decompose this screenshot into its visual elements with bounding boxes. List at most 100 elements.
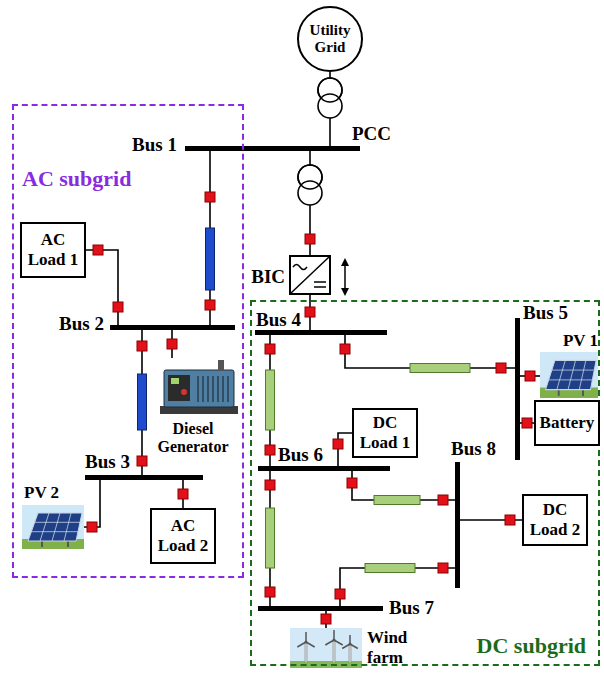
- pv-panel-picture: [31, 513, 80, 541]
- bus-bar: Bus 8: [455, 462, 460, 588]
- pv-panel-picture: [546, 360, 596, 389]
- source-label: Wind farm: [367, 628, 417, 667]
- pv-panel-picture: [549, 379, 593, 380]
- bus-bar: Bus 7: [258, 606, 383, 611]
- load-label: AC Load 2: [155, 516, 211, 555]
- bus-bar: Bus 1PCC: [185, 146, 360, 151]
- diesel-generator-picture: [212, 376, 213, 402]
- cable-symbol: [410, 364, 470, 373]
- pv-panel-picture: [64, 513, 71, 541]
- connector-group: [84, 72, 540, 628]
- cable-symbol: [206, 228, 215, 290]
- wind-farm-picture: [334, 640, 343, 645]
- diesel-generator-picture: [164, 370, 234, 407]
- pv-panel-picture: [22, 505, 84, 549]
- breaker-symbol: [205, 192, 215, 202]
- pv-panel-picture: [31, 531, 78, 532]
- wind-farm-picture: [290, 628, 362, 668]
- breaker-symbol: [113, 302, 123, 312]
- converter-label: BIC: [251, 266, 285, 288]
- bus-bar: Bus 3: [85, 475, 203, 480]
- transformer-symbol: [298, 165, 322, 205]
- load-box: AC Load 2: [150, 508, 216, 564]
- diesel-generator-picture: [197, 376, 198, 402]
- bus-bar: Bus 2: [110, 325, 235, 330]
- diesel-generator-picture: [217, 376, 218, 402]
- source-label: PV 1: [563, 331, 598, 351]
- load-label: DC Load 1: [357, 413, 413, 452]
- breaker-symbol: [305, 234, 315, 244]
- pv-panel-picture: [28, 513, 82, 541]
- pv-panel-picture: [558, 390, 560, 396]
- pv-panel-picture: [557, 360, 565, 389]
- diesel-generator-picture: [207, 376, 208, 402]
- wind-farm-picture: [333, 640, 336, 662]
- power-flow-arrow: [341, 258, 349, 266]
- breaker-symbol: [525, 371, 535, 381]
- wind-farm-picture: [325, 640, 334, 645]
- bus-bar: Bus 6: [258, 466, 390, 471]
- cable-symbol: [138, 374, 147, 430]
- cable-symbol: [266, 370, 275, 430]
- transformer-winding: [298, 165, 322, 189]
- cable-symbol: [365, 564, 415, 573]
- subgrid-region: DC subgrid Bus 4 Bus 5 PV 1 Battery DC Load 1…: [250, 300, 600, 666]
- diesel-generator-picture: [227, 376, 228, 402]
- breaker-symbol: [265, 344, 275, 354]
- breaker-symbol: [496, 363, 506, 373]
- bus-bar: Bus 4: [255, 330, 387, 335]
- diesel-generator-picture: [218, 360, 224, 371]
- pv-panel-picture: [22, 505, 84, 549]
- wind-farm-picture: [306, 642, 315, 647]
- breaker-symbol: [340, 344, 350, 354]
- breaker-symbol: [335, 589, 345, 599]
- breaker-symbol: [333, 439, 343, 449]
- bus-label: PCC: [352, 123, 391, 145]
- source-label: Diesel Generator: [148, 420, 238, 457]
- pv-panel-picture: [552, 370, 594, 371]
- breaker-symbol: [137, 456, 147, 466]
- load-box: DC Load 2: [522, 494, 588, 546]
- diesel-generator-picture: [168, 375, 190, 401]
- diesel-generator-picture: [171, 378, 179, 384]
- storage-box: Battery: [534, 400, 600, 446]
- wind-farm-picture: [290, 628, 362, 668]
- load-label: DC Load 2: [527, 500, 583, 539]
- breaker-symbol: [522, 418, 532, 428]
- pv-unit: PV 1: [540, 352, 598, 398]
- bus-label: Bus 7: [389, 597, 434, 619]
- wind-unit: Wind farm: [290, 628, 362, 668]
- cable-symbol: [374, 496, 420, 505]
- bus-bar: Bus 5: [515, 318, 520, 460]
- power-flow-arrow: [341, 258, 349, 296]
- pv-panel-picture: [579, 360, 586, 389]
- power-flow-arrow: [344, 264, 346, 290]
- wind-farm-picture: [305, 642, 306, 662]
- breaker-symbol: [167, 339, 177, 349]
- breaker-symbol: [438, 563, 448, 573]
- storage-label: Battery: [540, 413, 595, 433]
- wind-farm-picture: [297, 630, 358, 649]
- wind-farm-picture: [333, 639, 336, 642]
- wind-farm-picture: [333, 640, 334, 662]
- transformer-winding: [318, 78, 342, 102]
- breaker-symbol: [265, 445, 275, 455]
- pv-panel-picture: [549, 360, 595, 389]
- converter-box: BIC: [289, 255, 331, 295]
- pv-panel-picture: [540, 352, 598, 398]
- transformer-symbol: [318, 78, 342, 118]
- breaker-symbol: [178, 489, 188, 499]
- pv-panel-picture: [40, 513, 49, 541]
- grid-label: Utility Grid: [301, 22, 359, 57]
- bus-label: Bus 8: [451, 438, 496, 460]
- region-title: DC subgrid: [477, 633, 586, 658]
- diesel-generator-picture: [181, 389, 187, 395]
- wind-farm-picture: [349, 644, 350, 662]
- pv-unit: PV 2: [22, 505, 84, 549]
- cable-symbol: [266, 508, 275, 568]
- converter-symbol: [314, 281, 326, 283]
- breaker-symbol: [265, 480, 275, 490]
